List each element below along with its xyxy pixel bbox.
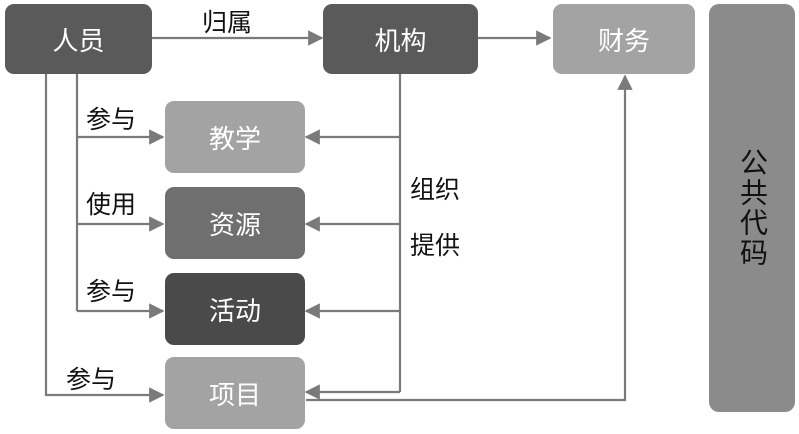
node-resources[interactable]: 资源 [165,187,305,259]
node-public-code[interactable]: 公共代码 [709,4,795,412]
node-institution[interactable]: 机构 [323,4,478,74]
node-activities-label: 活动 [208,296,261,327]
edge-label-participate-activities: 参与 [86,277,137,306]
edge-personnel-projects [44,74,165,403]
node-activities[interactable]: 活动 [165,273,305,345]
edge-label-participate-projects: 参与 [66,365,117,394]
node-finance[interactable]: 财务 [553,4,695,74]
node-resources-label: 资源 [208,210,261,241]
edge-label-use-resources: 使用 [86,190,137,219]
edge-projects-finance [306,74,633,402]
edge-label-organize: 组织 [410,175,461,204]
edge-label-provide: 提供 [410,231,461,260]
node-personnel-label: 人员 [52,26,105,57]
node-teaching-label: 教学 [208,124,261,155]
node-teaching[interactable]: 教学 [165,101,305,173]
edge-label-participate-teaching: 参与 [86,105,137,134]
node-projects-label: 项目 [208,380,261,411]
node-public-code-label: 公共代码 [736,148,769,268]
node-projects[interactable]: 项目 [165,357,305,429]
node-finance-label: 财务 [597,26,650,57]
node-institution-label: 机构 [374,26,427,57]
node-personnel[interactable]: 人员 [5,4,152,74]
edge-label-belongs-to: 归属 [202,8,253,37]
